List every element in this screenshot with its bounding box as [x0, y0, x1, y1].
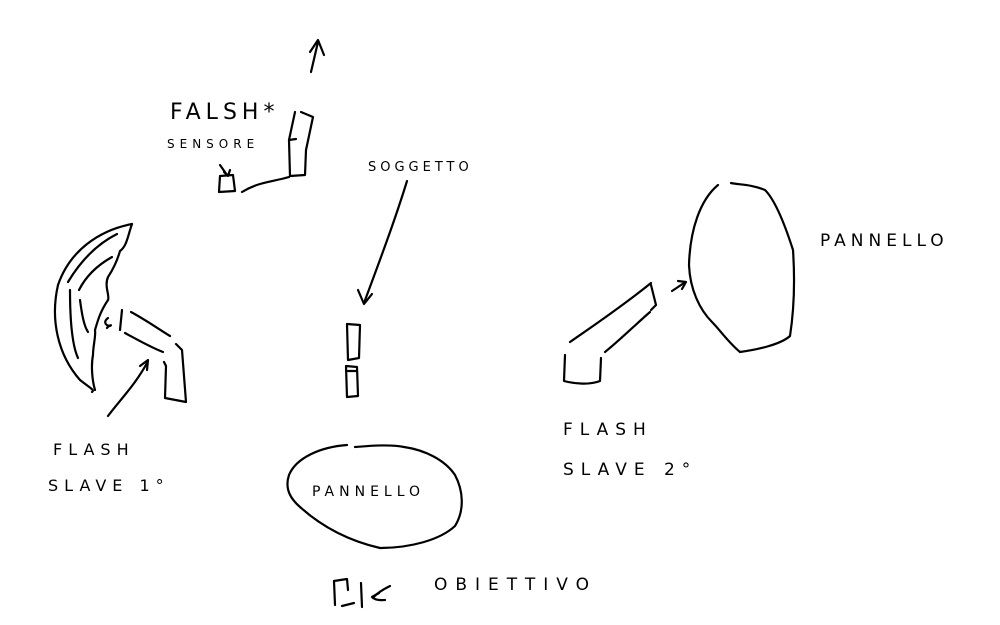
lens-shape [332, 577, 392, 609]
label-panel-bottom: PANNELLO [312, 484, 426, 500]
label-flash-master: FALSH* [170, 100, 280, 125]
label-subject: SOGGETTO [368, 160, 473, 175]
label-sensor: SENSORE [167, 137, 260, 151]
sensor-shape [217, 163, 291, 194]
label-flash-slave-2-line1: FLASH [563, 420, 653, 440]
panel-right-shape [687, 181, 796, 354]
subject-shape [344, 322, 362, 399]
flash-slave-1-shape [53, 222, 188, 418]
up-arrow-icon [308, 38, 326, 74]
subject-pointer-arrow-icon [356, 179, 409, 306]
label-flash-slave-1-line2: SLAVE 1° [48, 476, 170, 495]
label-lens: OBIETTIVO [434, 575, 597, 595]
flash-slave-2-shape [562, 279, 688, 385]
label-flash-slave-2-line2: SLAVE 2° [563, 460, 698, 480]
master-flash-shape [287, 110, 315, 178]
panel-bottom-shape [286, 443, 463, 550]
label-panel-right: PANNELLO [820, 231, 949, 251]
label-flash-slave-1-line1: FLASH [53, 440, 135, 459]
